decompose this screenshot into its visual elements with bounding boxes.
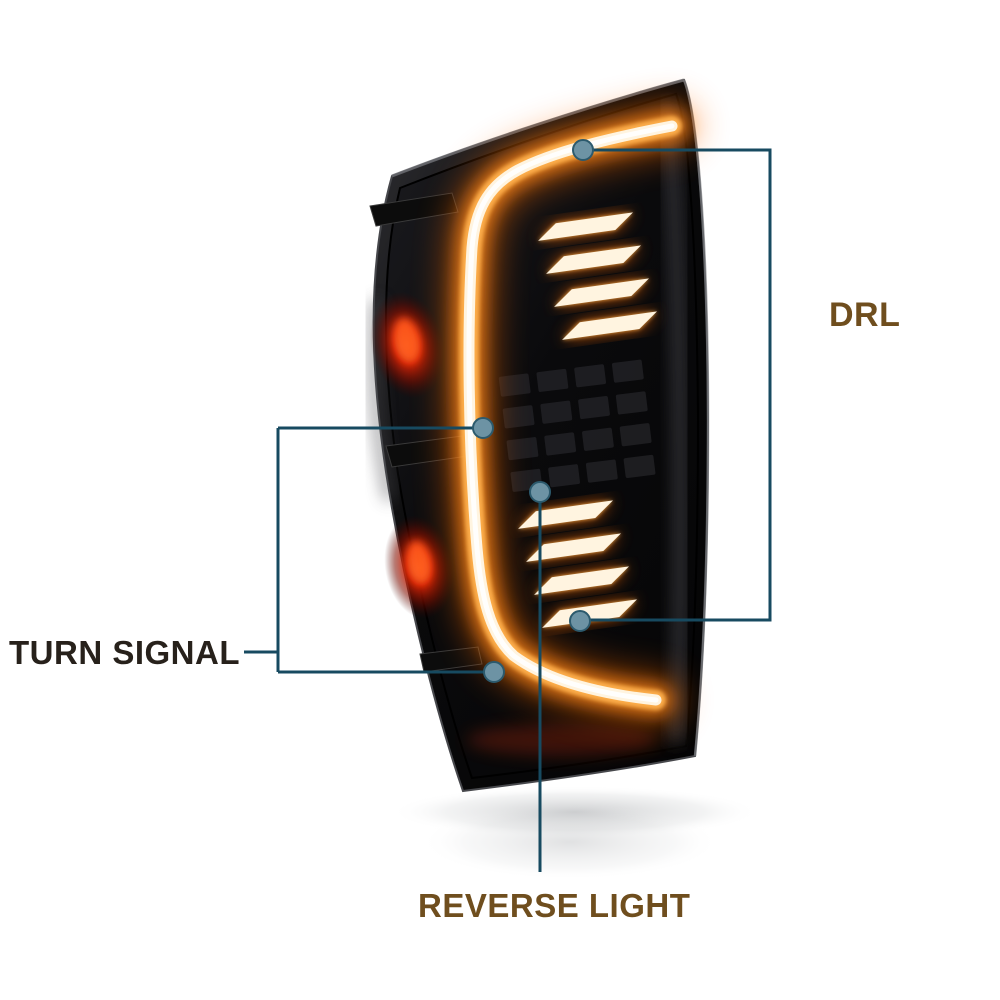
reflector-core [394, 318, 420, 362]
housing-vent [419, 646, 483, 673]
callout-line-drl [590, 148, 772, 622]
callout-line-turn-signal [244, 426, 484, 674]
callout-dot-turn-upper [472, 417, 494, 439]
callout-dot-turn-lower [483, 661, 505, 683]
drl-light-bar [442, 99, 699, 727]
label-reverse-light: REVERSE LIGHT [418, 887, 691, 924]
label-turn-signal: TURN SIGNAL [9, 634, 240, 671]
callout-lines [244, 148, 772, 872]
top-rim-highlight [391, 78, 685, 178]
floor-shadow [390, 786, 760, 880]
bar-hot-center [466, 123, 675, 703]
reflection-blur [420, 804, 720, 880]
label-drl: DRL [829, 296, 901, 334]
reverse-strip-glow [467, 724, 657, 756]
right-rim-highlight [682, 79, 710, 757]
reflector-core [407, 541, 431, 583]
unlit-led-grid [498, 359, 656, 492]
callout-dots [472, 139, 594, 683]
red-reflector-glows [370, 291, 657, 756]
callout-dot-reverse [529, 481, 551, 503]
callout-dot-drl-bottom [569, 610, 591, 632]
side-sheen [661, 103, 688, 743]
callout-dot-drl-top [572, 139, 594, 161]
